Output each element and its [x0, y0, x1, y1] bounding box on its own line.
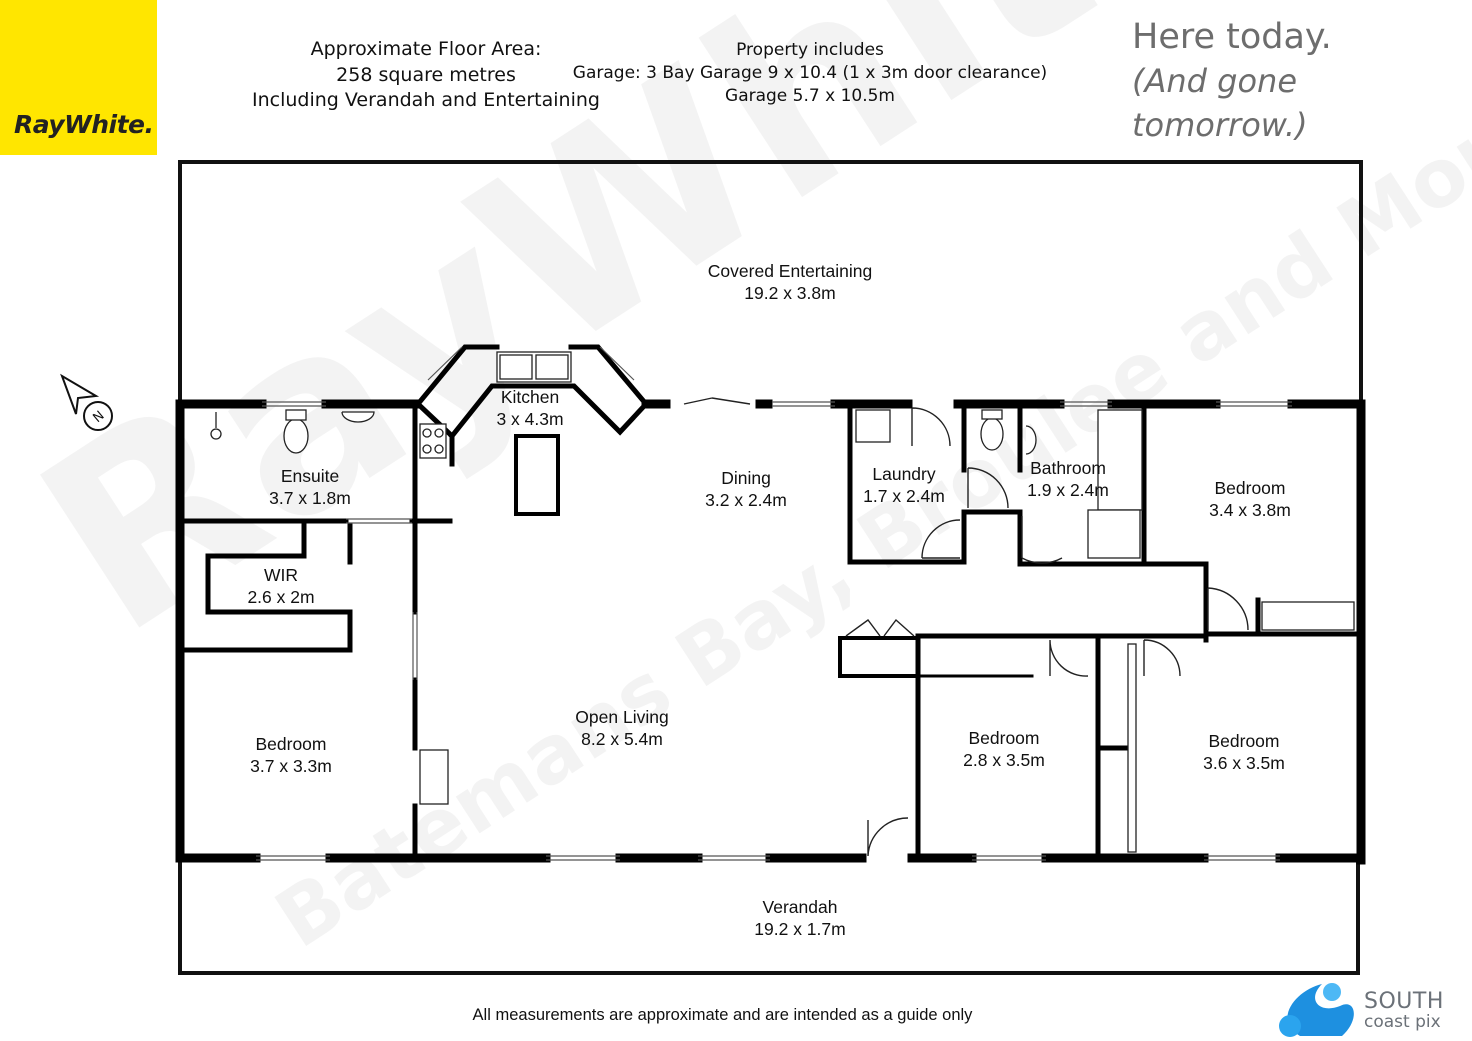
room-name: Bedroom: [1208, 731, 1280, 751]
interior-walls: [181, 344, 1363, 861]
includes-line1: Property includes: [736, 40, 884, 60]
includes-line3: Garage 5.7 x 10.5m: [725, 86, 895, 106]
room-size: 3.7 x 3.3m: [250, 756, 332, 776]
room-name: WIR: [263, 565, 299, 585]
floor-area-line2: 258 square metres: [336, 63, 516, 86]
outdoor-outlines: [178, 160, 1363, 975]
room-size: 2.8 x 3.5m: [963, 750, 1045, 770]
room-size: 3.2 x 2.4m: [705, 490, 787, 510]
room-verandah: Verandah 19.2 x 1.7m: [730, 896, 870, 940]
room-covered-entertaining: Covered Entertaining 19.2 x 3.8m: [690, 260, 890, 304]
room-size: 3.6 x 3.5m: [1203, 753, 1285, 773]
fixtures: [210, 351, 1355, 853]
room-name: Laundry: [872, 464, 936, 484]
room-size: 1.9 x 2.4m: [1027, 480, 1109, 500]
slogan-line1: Here today.: [1132, 17, 1332, 57]
room-name: Covered Entertaining: [707, 261, 873, 281]
room-size: 3.7 x 1.8m: [269, 488, 351, 508]
room-bathroom: Bathroom 1.9 x 2.4m: [1018, 457, 1118, 501]
property-includes-note: Property includes Garage: 3 Bay Garage 9…: [565, 39, 1055, 108]
room-kitchen: Kitchen 3 x 4.3m: [470, 386, 590, 430]
walls: [175, 399, 1366, 865]
brand-line1: SOUTH: [1364, 989, 1444, 1014]
room-name: Verandah: [762, 897, 838, 917]
room-bedroom-s: Bedroom 2.8 x 3.5m: [944, 727, 1064, 771]
room-bedroom-ne: Bedroom 3.4 x 3.8m: [1190, 477, 1310, 521]
room-ensuite: Ensuite 3.7 x 1.8m: [240, 465, 380, 509]
doors: [683, 397, 1249, 857]
room-dining: Dining 3.2 x 2.4m: [686, 467, 806, 511]
floor-area-line1: Approximate Floor Area:: [310, 38, 542, 60]
watermark-main: RayWhite: [0, 0, 1280, 689]
room-size: 1.7 x 2.4m: [863, 486, 945, 506]
north-arrow-icon: N: [60, 373, 113, 431]
floor-area-line3: Including Verandah and Entertaining: [252, 89, 600, 111]
room-size: 19.2 x 1.7m: [754, 919, 846, 939]
room-open-living: Open Living 8.2 x 5.4m: [552, 706, 692, 750]
room-bedroom-se: Bedroom 3.6 x 3.5m: [1184, 730, 1304, 774]
room-name: Bedroom: [968, 728, 1040, 748]
southcoastpix-logo-icon: [1279, 983, 1354, 1037]
windows: [256, 346, 1292, 861]
includes-line2: Garage: 3 Bay Garage 9 x 10.4 (1 x 3m do…: [572, 63, 1048, 83]
room-size: 3.4 x 3.8m: [1209, 500, 1291, 520]
room-name: Ensuite: [280, 466, 340, 486]
room-size: 19.2 x 3.8m: [744, 283, 836, 303]
raywhite-logo: [0, 0, 157, 155]
room-name: Bedroom: [1214, 478, 1286, 498]
room-laundry: Laundry 1.7 x 2.4m: [844, 463, 964, 507]
room-size: 3 x 4.3m: [496, 409, 564, 429]
disclaimer: All measurements are approximate and are…: [472, 1006, 973, 1024]
room-name: Dining: [721, 468, 771, 488]
southcoastpix-brand: SOUTH coast pix: [1364, 989, 1444, 1033]
brand-line2: coast pix: [1364, 1012, 1441, 1032]
slogan-line2: (And gone tomorrow.): [1132, 62, 1308, 144]
room-name: Kitchen: [500, 387, 560, 407]
room-size: 2.6 x 2m: [247, 587, 315, 607]
raywhite-logo-text: RayWhite.: [14, 110, 154, 139]
slogan: Here today. (And gone tomorrow.): [1132, 15, 1472, 147]
room-size: 8.2 x 5.4m: [581, 729, 663, 749]
room-bedroom-w: Bedroom 3.7 x 3.3m: [230, 733, 352, 777]
room-wir: WIR 2.6 x 2m: [226, 564, 336, 608]
room-name: Bathroom: [1030, 458, 1106, 478]
floor-area-note: Approximate Floor Area: 258 square metre…: [250, 37, 602, 114]
room-name: Open Living: [575, 707, 669, 727]
room-name: Bedroom: [255, 734, 327, 754]
